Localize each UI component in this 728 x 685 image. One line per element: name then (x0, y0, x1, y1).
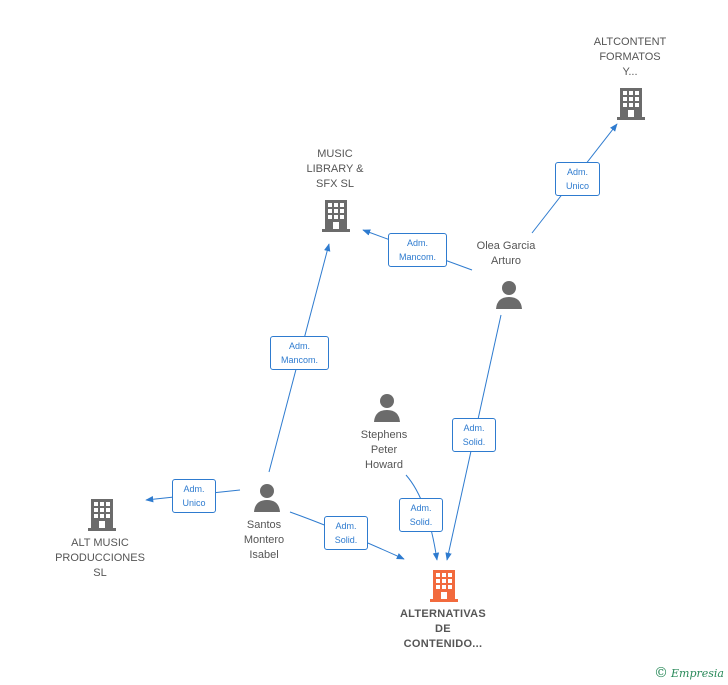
person-icon[interactable] (371, 392, 403, 422)
node-label-alt-music[interactable]: ALT MUSIC PRODUCCIONES SL (55, 537, 145, 579)
edge-label-stephens-alternativas[interactable]: Adm. Solid. (399, 498, 443, 532)
node-label-olea[interactable]: Olea Garcia Arturo (476, 240, 536, 267)
empresia-logo: ©Empresia (654, 665, 724, 681)
brand-name: Empresia (671, 667, 724, 680)
person-icon[interactable] (251, 482, 283, 512)
edge-label-olea-music[interactable]: Adm. Mancom. (388, 233, 447, 267)
node-label-stephens[interactable]: Stephens Peter Howard (360, 429, 408, 471)
building-icon[interactable] (428, 568, 460, 602)
edge-label-olea-alternativas[interactable]: Adm. Solid. (452, 418, 496, 452)
edge-label-santos-music[interactable]: Adm. Mancom. (270, 336, 329, 370)
node-label-music-library[interactable]: MUSIC LIBRARY & SFX SL (306, 148, 364, 190)
building-icon[interactable] (320, 198, 352, 232)
node-label-alternativas[interactable]: ALTERNATIVAS DE CONTENIDO... (399, 608, 487, 650)
edge-label-santos-altmusic[interactable]: Adm. Unico (172, 479, 216, 513)
copyright-symbol: © (654, 665, 668, 681)
node-label-altcontent[interactable]: ALTCONTENT FORMATOS Y... (593, 36, 667, 78)
building-icon[interactable] (615, 86, 647, 120)
person-icon[interactable] (493, 279, 525, 309)
node-label-santos[interactable]: Santos Montero Isabel (243, 519, 285, 561)
edge-label-olea-altcontent[interactable]: Adm. Unico (555, 162, 600, 196)
edge-label-santos-alternativas[interactable]: Adm. Solid. (324, 516, 368, 550)
building-icon[interactable] (86, 497, 118, 531)
